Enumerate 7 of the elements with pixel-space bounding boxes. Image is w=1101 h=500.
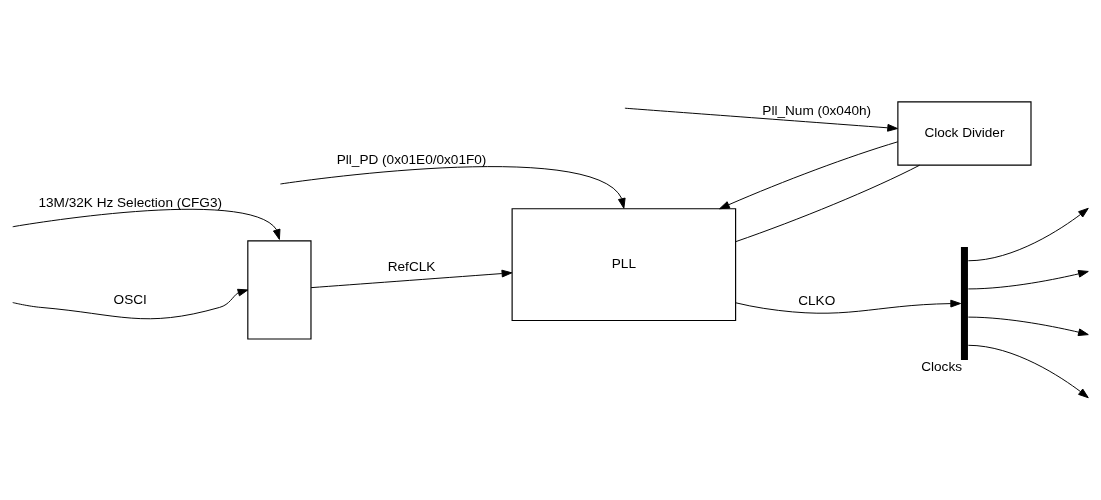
edge-label: Pll_Num (0x040h) — [762, 103, 872, 119]
edge-label: CLKO — [798, 292, 836, 308]
edge-label: OSCI — [113, 291, 147, 307]
edge-label: 13M/32K Hz Selection (CFG3) — [38, 194, 223, 210]
node-label: Clocks — [921, 358, 962, 374]
edge-label: Pll_PD (0x01E0/0x01F0) — [336, 151, 487, 167]
edge-label: RefCLK — [387, 258, 436, 274]
